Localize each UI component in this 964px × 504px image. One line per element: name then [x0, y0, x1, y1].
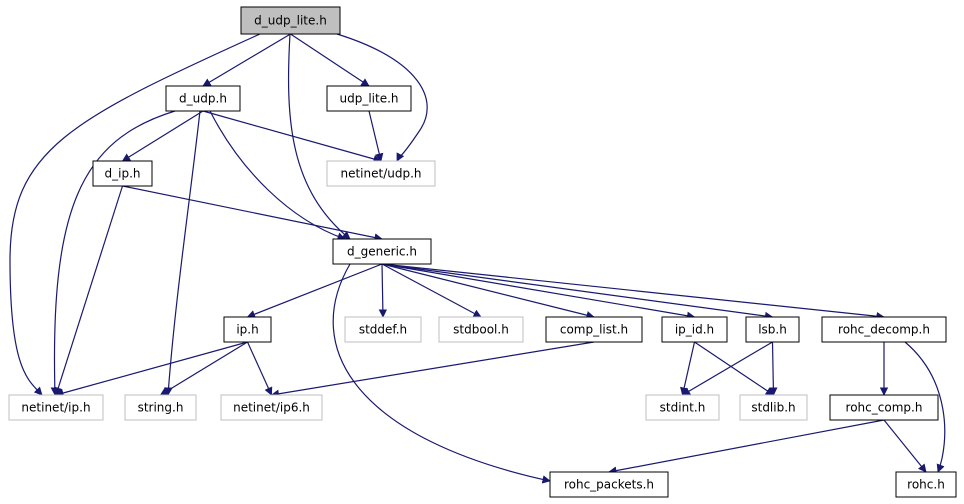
node-rohc-decomp[interactable]: rohc_decomp.h — [821, 316, 947, 343]
edge-d-generic-to-rohc-packets — [332, 263, 551, 484]
edge-d-udp-to-netinet-udp — [202, 110, 382, 163]
node-stdlib: stdlib.h — [739, 394, 808, 421]
edge-d-generic-to-ip — [246, 263, 383, 319]
edge-d-ip-to-d-generic — [122, 185, 383, 242]
node-d-udp[interactable]: d_udp.h — [165, 85, 241, 112]
node-stdint: stdint.h — [645, 394, 720, 421]
node-ip[interactable]: ip.h — [223, 316, 272, 343]
node-box — [545, 316, 643, 343]
node-label: rohc_decomp.h — [838, 323, 930, 337]
edge-d-ip-to-netinet-ip — [54, 185, 124, 396]
node-lsb[interactable]: lsb.h — [745, 316, 800, 343]
node-box — [829, 394, 939, 421]
node-rohc-comp[interactable]: rohc_comp.h — [829, 394, 939, 421]
edge-d-udp-lite-to-netinet-udp — [336, 33, 428, 162]
edge-ip-to-netinet-ip — [55, 341, 248, 398]
node-comp-list[interactable]: comp_list.h — [545, 316, 643, 343]
node-label: comp_list.h — [560, 323, 628, 337]
node-box — [739, 394, 808, 421]
node-label: rohc_packets.h — [564, 478, 654, 492]
edge-ip-id-to-stdint — [680, 341, 696, 396]
node-box — [344, 316, 422, 343]
node-box — [895, 471, 957, 498]
node-ip-id[interactable]: ip_id.h — [661, 316, 728, 343]
node-label: stdint.h — [660, 401, 706, 415]
edge-d-generic-to-stdbool — [381, 263, 482, 318]
node-udp-lite[interactable]: udp_lite.h — [326, 85, 412, 112]
edge-d-udp-to-string — [164, 110, 201, 396]
edge-d-udp-lite-to-d-generic — [287, 33, 351, 240]
edge-d-udp-lite-to-udp-lite — [290, 33, 370, 87]
node-label: netinet/ip.h — [21, 401, 90, 415]
node-label: d_udp_lite.h — [254, 14, 327, 28]
edge-rohc-comp-to-rohc — [883, 419, 927, 473]
node-stdbool: stdbool.h — [438, 316, 524, 343]
edge-rohc-comp-to-rohc-packets — [608, 419, 885, 475]
edge-udp-lite-to-netinet-udp — [368, 110, 384, 162]
node-box — [332, 238, 432, 265]
node-label: string.h — [138, 401, 184, 415]
node-label: d_udp.h — [179, 92, 227, 106]
edge-rohc-decomp-to-rohc — [904, 341, 946, 473]
node-box — [220, 394, 323, 421]
edge-d-generic-to-stddef — [378, 263, 388, 318]
node-label: stddef.h — [359, 323, 407, 337]
node-label: stdlib.h — [751, 401, 795, 415]
nodes-layer: d_udp_lite.h d_udp.h udp_lite.h netinet/udp… — [8, 6, 957, 498]
edge-d-generic-to-comp-list — [381, 263, 595, 320]
node-netinet-ip: netinet/ip.h — [8, 394, 104, 421]
node-label: netinet/ip6.h — [233, 401, 310, 415]
node-label: udp_lite.h — [339, 92, 398, 106]
node-netinet-ip6: netinet/ip6.h — [220, 394, 323, 421]
node-label: rohc.h — [907, 478, 945, 492]
node-label: ip.h — [236, 323, 258, 337]
node-box — [92, 160, 153, 187]
node-label: rohc_comp.h — [846, 401, 923, 415]
node-label: d_ip.h — [105, 167, 141, 181]
node-box — [645, 394, 720, 421]
edge-d-udp-to-d-ip — [121, 110, 204, 162]
node-box — [124, 394, 197, 421]
node-string: string.h — [124, 394, 197, 421]
node-label: d_generic.h — [347, 245, 417, 259]
edge-d-generic-to-rohc-decomp — [381, 263, 885, 321]
edge-ip-to-string — [159, 341, 248, 396]
node-box — [661, 316, 728, 343]
node-d-udp-lite[interactable]: d_udp_lite.h — [240, 6, 341, 35]
edge-lsb-to-stdlib — [769, 341, 778, 396]
node-box — [223, 316, 272, 343]
node-box — [438, 316, 524, 343]
edges-layer — [9, 33, 946, 484]
node-netinet-udp: netinet/udp.h — [326, 160, 436, 187]
node-label: netinet/udp.h — [340, 167, 421, 181]
edge-d-udp-lite-to-d-udp — [202, 33, 291, 87]
node-d-ip[interactable]: d_ip.h — [92, 160, 153, 187]
edge-ip-to-netinet-ip6 — [246, 341, 273, 396]
node-rohc[interactable]: rohc.h — [895, 471, 957, 498]
edge-d-udp-to-netinet-ip — [50, 110, 176, 396]
edge-d-generic-to-lsb — [381, 263, 774, 321]
edge-lsb-to-stdint — [681, 341, 773, 396]
node-box — [326, 160, 436, 187]
edge-d-udp-lite-to-netinet-ip — [9, 33, 261, 396]
edge-d-udp-to-d-generic — [209, 110, 346, 241]
node-label: stdbool.h — [453, 323, 509, 337]
node-label: lsb.h — [758, 323, 787, 337]
node-rohc-packets[interactable]: rohc_packets.h — [549, 471, 669, 498]
node-box — [745, 316, 800, 343]
node-label: ip_id.h — [675, 323, 714, 337]
node-d-generic[interactable]: d_generic.h — [332, 238, 432, 265]
edge-d-generic-to-ip-id — [381, 263, 696, 320]
node-box — [8, 394, 104, 421]
node-box — [821, 316, 947, 343]
node-stddef: stddef.h — [344, 316, 422, 343]
node-box — [326, 85, 412, 112]
node-box — [549, 471, 669, 498]
node-box — [240, 6, 341, 35]
edge-ip-id-to-stdlib — [694, 341, 775, 396]
node-box — [165, 85, 241, 112]
edge-comp-list-to-netinet-ip6 — [270, 341, 595, 398]
